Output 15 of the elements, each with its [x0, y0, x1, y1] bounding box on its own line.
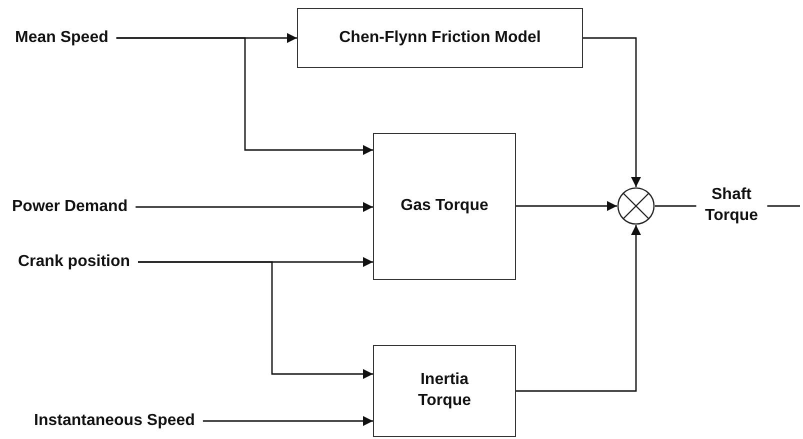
process-block: Inertia Torque	[373, 345, 516, 437]
input-signal-label: Mean Speed	[15, 29, 108, 47]
process-block: Chen-Flynn Friction Model	[297, 8, 583, 68]
input-signal-label: Instantaneous Speed	[34, 412, 195, 430]
arrow	[583, 37, 641, 187]
process-block: Gas Torque	[373, 133, 516, 280]
arrow	[116, 37, 373, 155]
arrow	[516, 225, 641, 392]
arrow	[516, 201, 617, 211]
input-signal-label: Power Demand	[12, 198, 128, 216]
arrow	[136, 202, 373, 212]
arrow	[202, 416, 373, 426]
input-signal-label: Crank position	[18, 253, 130, 271]
arrow	[138, 261, 373, 379]
summing-junction	[617, 187, 655, 225]
